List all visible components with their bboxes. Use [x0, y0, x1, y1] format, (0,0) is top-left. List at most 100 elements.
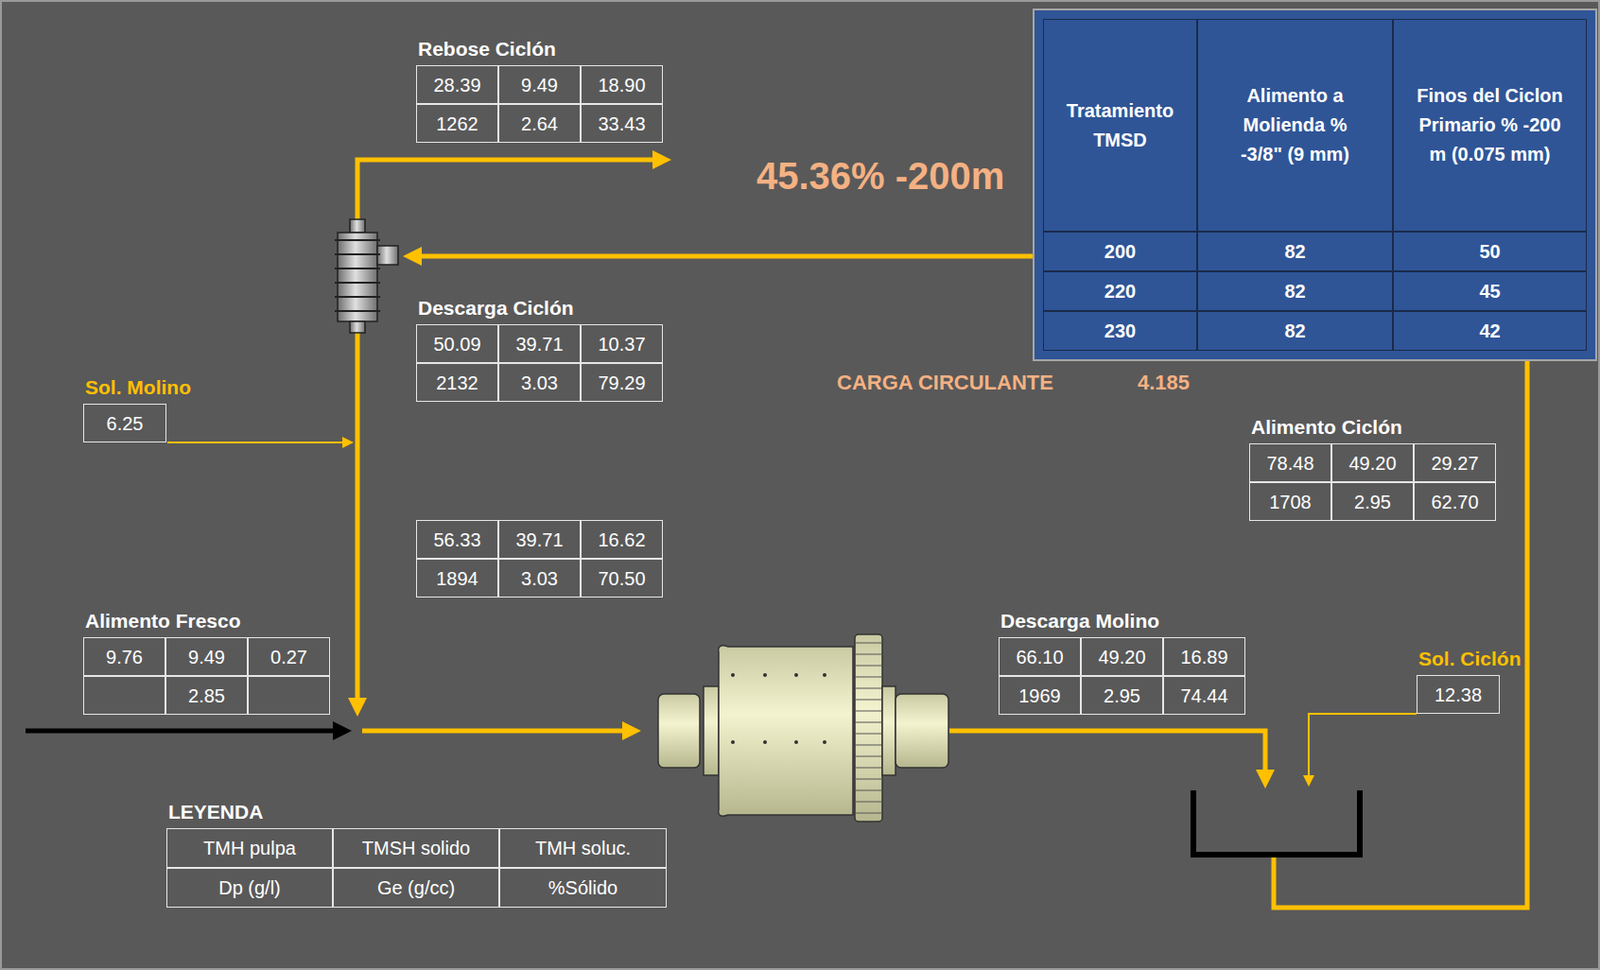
table-cell: TMH soluc.: [499, 828, 667, 869]
cell-value: 56.33: [433, 528, 481, 552]
design-table: Tratamiento TMSDAlimento a Molienda % -3…: [1032, 8, 1598, 362]
liner-bolt: [730, 740, 735, 745]
cell-value: 50: [1478, 237, 1500, 267]
cell-value: 49.20: [1097, 645, 1146, 669]
gear-ring: [854, 634, 883, 822]
liner-bolt: [763, 740, 767, 745]
table-cell: 2.95: [1331, 482, 1414, 522]
table-cell: 49.20: [1080, 637, 1164, 677]
flow-lines: [357, 159, 1528, 908]
table-cell: 50.09: [416, 324, 499, 364]
table-cell: 16.62: [580, 520, 663, 559]
vortex-finder: [349, 219, 366, 233]
table-cell: %Sólido: [499, 868, 667, 908]
fineness-result: 45.36% -200m: [756, 155, 1005, 198]
cell-value: 66.10: [1015, 645, 1063, 669]
fresh-feed-line: [25, 729, 343, 734]
table-cell: 49.20: [1331, 443, 1414, 483]
cyclone-rib: [334, 267, 381, 270]
gear-tooth: [854, 790, 883, 792]
stream-heading: Sol. Molino: [85, 374, 192, 401]
table-cell: 39.71: [498, 324, 581, 364]
cell-value: 3.03: [521, 567, 558, 591]
water-box: Sol. Ciclón12.38: [1416, 675, 1500, 714]
cell-value: 42: [1478, 316, 1500, 347]
hydrocyclone: [334, 219, 399, 333]
cell-value: 1708: [1269, 490, 1312, 514]
table-cell: 3.03: [498, 363, 581, 402]
stream-heading: Sol. Ciclón: [1418, 645, 1522, 673]
feed-trunnion: [658, 694, 700, 768]
stream-table: Descarga Ciclón50.0939.7110.3721323.0379…: [416, 324, 663, 402]
cell-value: 50.09: [433, 332, 481, 356]
table-cell: Dp (g/l): [166, 868, 333, 908]
liner-bolt: [822, 740, 827, 745]
cell-value: Ge (g/cc): [377, 876, 455, 900]
cell-value: 220: [1104, 277, 1136, 307]
liner-bolt: [794, 740, 799, 745]
table-cell: 9.76: [83, 637, 166, 677]
table-cell: 9.49: [498, 65, 581, 105]
gear-tooth: [854, 722, 883, 724]
gear-tooth: [854, 767, 883, 769]
cell-value: %Sólido: [548, 876, 618, 900]
stream-heading: Descarga Molino: [1000, 608, 1160, 635]
stream-table: 56.3339.7116.6218943.0370.50: [416, 520, 663, 598]
table-cell: 82: [1197, 231, 1393, 272]
cell-value: 82: [1284, 316, 1305, 347]
table-cell: 79.29: [580, 363, 663, 402]
gear-tooth: [854, 677, 883, 679]
gear-tooth: [854, 745, 883, 747]
mill-discharge-line: [949, 730, 1266, 780]
overflow-line: [357, 159, 662, 222]
stream-heading: Alimento Ciclón: [1251, 414, 1403, 441]
cell-value: 9.49: [188, 645, 226, 669]
cell-value: 70.50: [597, 567, 645, 591]
cyclone-rib: [334, 253, 381, 256]
table-cell: 2132: [416, 363, 499, 402]
cell-value: 18.90: [597, 73, 645, 97]
cyclone-rib: [334, 281, 381, 284]
gear-tooth: [854, 801, 883, 803]
cell-value: 28.39: [433, 73, 481, 97]
cyclone-rib: [334, 310, 381, 313]
stream-table: Alimento Fresco9.769.490.272.85: [83, 637, 331, 715]
gear-tooth: [854, 756, 883, 758]
circulating-load-label: CARGA CIRCULANTE: [836, 370, 1054, 396]
feed-flange: [703, 686, 719, 776]
table-cell: 2.64: [498, 104, 581, 143]
table-cell: 78.48: [1249, 443, 1332, 483]
cell-value: 9.49: [521, 73, 558, 97]
table-cell: 16.89: [1163, 637, 1246, 677]
cell-value: 230: [1104, 316, 1136, 347]
gear-tooth: [854, 654, 883, 656]
cell-value: 0.27: [270, 645, 308, 669]
cell-value: 39.71: [515, 528, 563, 552]
cell-value: Tratamiento TMSD: [1054, 96, 1187, 156]
gear-tooth: [854, 779, 883, 781]
cell-value: 2.95: [1103, 684, 1141, 708]
cell-value: 45: [1478, 277, 1500, 307]
discharge-trunnion: [895, 694, 949, 768]
table-cell: 39.71: [498, 520, 581, 559]
stream-heading: Alimento Fresco: [85, 608, 242, 635]
table-cell: 200: [1043, 231, 1198, 272]
gear-tooth: [854, 711, 883, 713]
table-cell: 230: [1043, 311, 1198, 351]
table-cell: [83, 676, 166, 715]
mill-shell: [718, 645, 853, 817]
ball-mill: [658, 634, 949, 822]
table-cell: 12.38: [1416, 675, 1500, 714]
cyclone-rib: [334, 239, 381, 242]
table-cell: 10.37: [580, 324, 663, 364]
table-cell: 220: [1043, 271, 1198, 312]
cyclone-ribs: [334, 240, 381, 312]
cell-value: 82: [1284, 237, 1305, 267]
cell-value: 39.71: [515, 332, 563, 356]
cell-value: 29.27: [1430, 452, 1479, 475]
table-cell: 1262: [416, 104, 499, 143]
table-cell: 74.44: [1163, 676, 1246, 715]
table-cell: 9.49: [165, 637, 248, 677]
cell-value: 33.43: [597, 112, 645, 136]
